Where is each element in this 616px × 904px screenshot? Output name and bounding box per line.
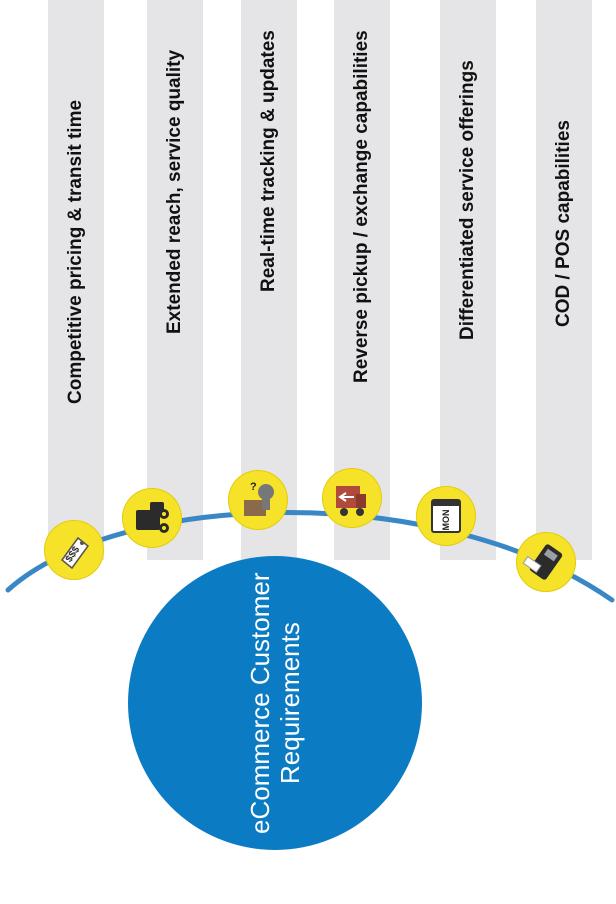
- delivery-truck-icon: [122, 488, 182, 548]
- calendar-mon-icon: MON: [416, 486, 476, 546]
- requirement-column-6: COD / POS capabilities: [536, 0, 592, 560]
- svg-text:?: ?: [250, 481, 257, 493]
- exchange-truck-icon: [322, 468, 382, 528]
- hub-circle: eCommerce Customer Requirements: [128, 556, 422, 850]
- pos-terminal-icon: [516, 532, 576, 592]
- requirement-column-4: Reverse pickup / exchange capabilities: [334, 0, 390, 560]
- hub-title: eCommerce Customer Requirements: [245, 572, 305, 834]
- svg-text:MON: MON: [441, 510, 451, 531]
- tracking-parcel-icon: ?: [228, 470, 288, 530]
- requirement-column-2: Extended reach, service quality: [147, 0, 203, 560]
- price-tag-icon: $$$: [44, 520, 104, 580]
- requirement-column-5: Differentiated service offerings: [440, 0, 496, 560]
- requirement-column-1: Competitive pricing & transit time: [48, 0, 104, 560]
- requirement-column-3: Real-time tracking & updates: [241, 0, 297, 560]
